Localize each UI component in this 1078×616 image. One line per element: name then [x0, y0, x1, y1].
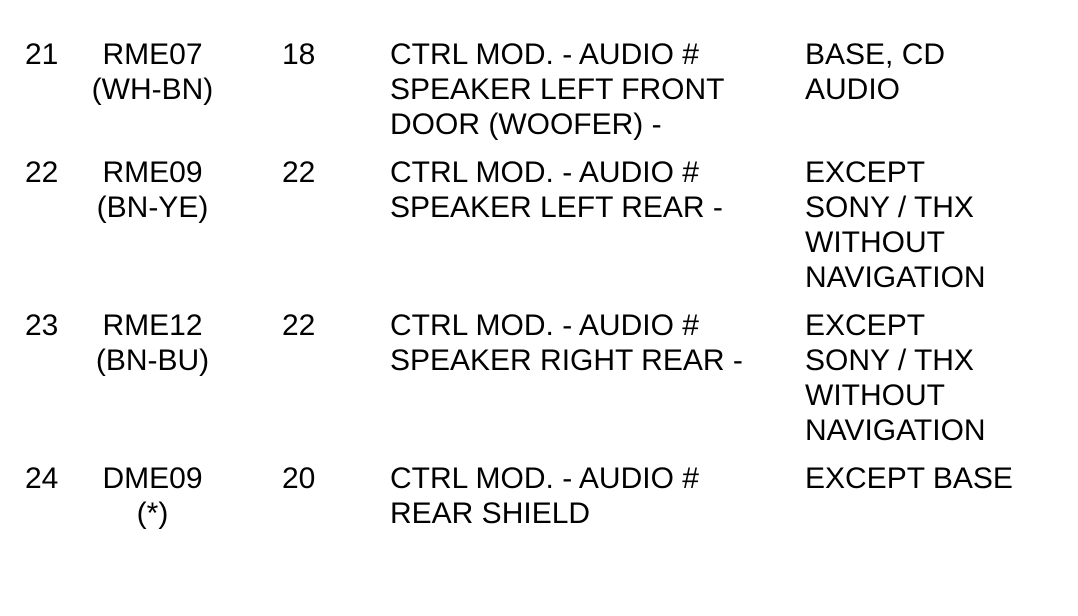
circuit-code: DME09 (*) — [102, 462, 203, 530]
circuit-description: CTRL MOD. - AUDIO # SPEAKER RIGHT REAR - — [390, 309, 743, 377]
table-row: 24 DME09 (*) 20 CTRL MOD. - AUDIO # REAR… — [25, 461, 1078, 531]
pin-number: 22 — [25, 156, 59, 189]
pin-number: 24 — [25, 462, 59, 495]
pin-number: 23 — [25, 309, 59, 342]
application-notes: EXCEPT SONY / THX WITHOUT NAVIGATION — [805, 156, 986, 294]
wire-gauge: 18 — [282, 38, 316, 71]
table-row: 21 RME07 (WH-BN) 18 CTRL MOD. - AUDIO # … — [25, 37, 1078, 142]
pin-number: 21 — [25, 38, 59, 71]
wire-gauge: 22 — [282, 309, 316, 342]
wiring-pinout-table: 21 RME07 (WH-BN) 18 CTRL MOD. - AUDIO # … — [25, 37, 1078, 531]
table-row: 22 RME09 (BN-YE) 22 CTRL MOD. - AUDIO # … — [25, 155, 1078, 295]
circuit-code: RME12 (BN-BU) — [95, 309, 210, 377]
application-notes: EXCEPT SONY / THX WITHOUT NAVIGATION — [805, 309, 986, 447]
circuit-code: RME09 (BN-YE) — [96, 156, 209, 224]
circuit-code: RME07 (WH-BN) — [91, 38, 214, 106]
application-notes: EXCEPT BASE — [805, 462, 1013, 495]
circuit-description: CTRL MOD. - AUDIO # SPEAKER LEFT REAR - — [390, 156, 723, 224]
table-row: 23 RME12 (BN-BU) 22 CTRL MOD. - AUDIO # … — [25, 308, 1078, 448]
circuit-description: CTRL MOD. - AUDIO # REAR SHIELD — [390, 462, 699, 530]
wire-gauge: 20 — [282, 462, 316, 495]
circuit-description: CTRL MOD. - AUDIO # SPEAKER LEFT FRONT D… — [390, 38, 725, 141]
wire-gauge: 22 — [282, 156, 316, 189]
application-notes: BASE, CD AUDIO — [805, 38, 946, 106]
